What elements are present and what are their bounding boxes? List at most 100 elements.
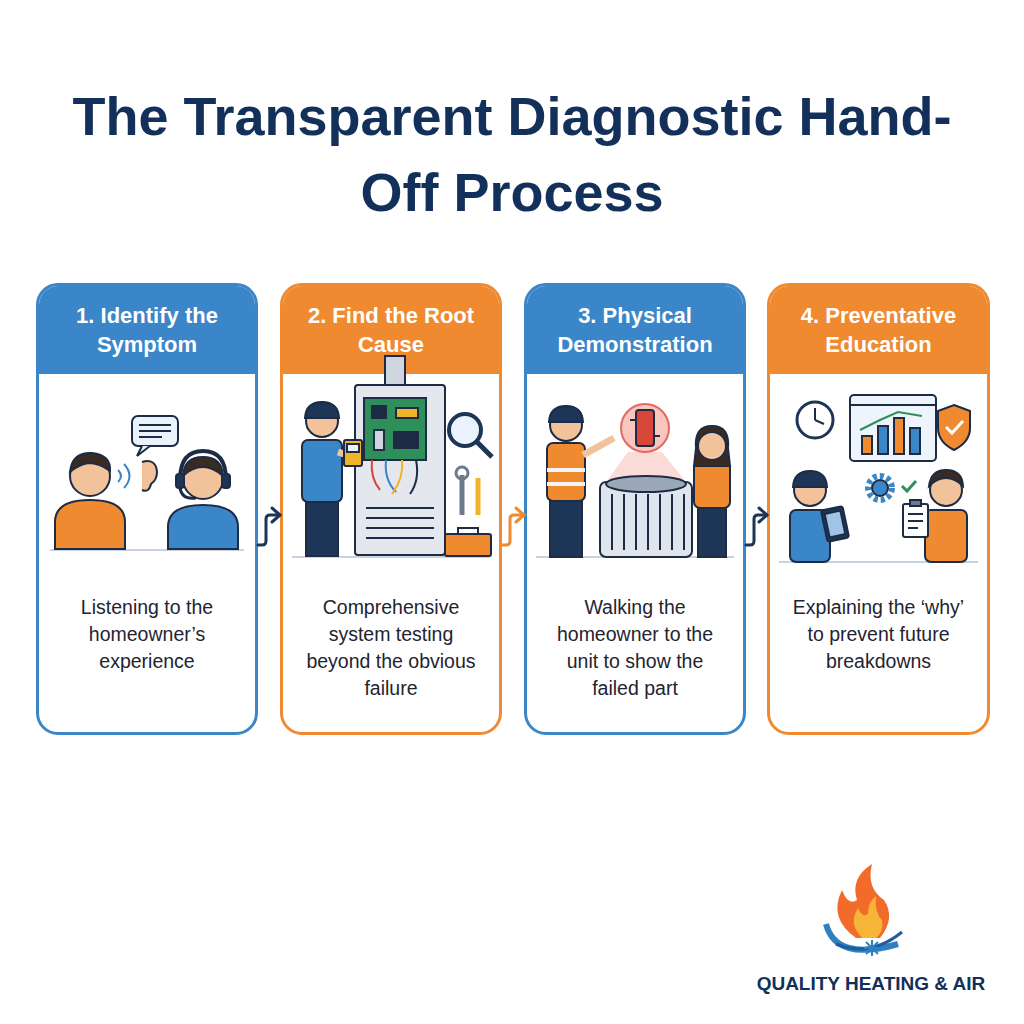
logo-mark-part xyxy=(826,924,898,950)
listening-scene-part xyxy=(139,436,162,438)
education-scene-part xyxy=(910,428,920,454)
step-header-band: 3. Physical Demonstration xyxy=(527,286,743,374)
flow-arrow xyxy=(258,508,280,545)
logo-mark-part xyxy=(864,940,880,956)
listening-scene-part xyxy=(176,474,184,488)
listening-scene-part xyxy=(124,464,130,488)
demonstration-scene-part xyxy=(600,482,692,557)
demonstration-scene-part xyxy=(683,494,685,550)
education-scene-part xyxy=(821,506,849,542)
listening-scene-part xyxy=(183,457,223,476)
demonstration-scene xyxy=(536,404,734,557)
listening-scene-part xyxy=(139,424,171,426)
logo-mark xyxy=(826,864,902,956)
testing-scene-part xyxy=(306,500,338,556)
logo-mark-part xyxy=(854,896,883,938)
step-heading: 1. Identify the Symptom xyxy=(51,301,243,359)
listening-scene-part xyxy=(70,453,110,472)
testing-scene-part xyxy=(456,467,468,479)
demonstration-scene-part xyxy=(698,432,726,460)
step-description: Walking the homeowner to the unit to sho… xyxy=(527,594,743,702)
step-description: Comprehensive system testing beyond the … xyxy=(283,594,499,702)
education-scene-part xyxy=(908,527,918,529)
demonstration-scene-part xyxy=(671,494,673,550)
step-header-band: 4. Preventative Education xyxy=(770,286,987,374)
demonstration-scene-part xyxy=(635,494,637,550)
step-description: Listening to the homeowner’s experience xyxy=(39,594,255,675)
step-heading: 2. Find the Root Cause xyxy=(295,301,487,359)
testing-scene-part xyxy=(372,406,386,418)
education-scene-part xyxy=(925,510,967,562)
step-header-band: 2. Find the Root Cause xyxy=(283,286,499,374)
testing-scene-part xyxy=(374,430,384,450)
listening-scene-part xyxy=(118,470,121,482)
step-heading: 4. Preventative Education xyxy=(782,301,975,359)
education-scene-part xyxy=(793,471,827,487)
education-scene xyxy=(779,395,978,562)
testing-scene-part xyxy=(458,528,478,534)
demonstration-scene-part xyxy=(654,435,660,437)
flow-line xyxy=(258,515,280,545)
testing-scene-part xyxy=(302,440,342,502)
listening-scene-part xyxy=(55,500,125,549)
arrow-head xyxy=(516,508,524,522)
testing-scene-part xyxy=(364,398,426,460)
education-scene-part xyxy=(862,436,872,454)
demonstration-scene-part xyxy=(549,406,583,422)
education-scene-part xyxy=(850,395,936,461)
education-scene-part xyxy=(779,561,978,563)
step-card: 4. Preventative EducationExplaining the … xyxy=(767,283,990,735)
flow-arrow xyxy=(746,508,767,545)
testing-scene-part xyxy=(385,356,405,386)
education-scene-part xyxy=(908,513,923,515)
demonstration-scene-part xyxy=(611,494,613,550)
education-scene-part xyxy=(872,480,888,496)
testing-scene-part xyxy=(396,408,418,418)
demonstration-scene-part xyxy=(550,409,582,441)
demonstration-scene-part xyxy=(583,438,614,455)
step-card: 3. Physical DemonstrationWalking the hom… xyxy=(524,283,746,735)
arrow-head xyxy=(759,508,767,522)
logo-mark-part-part xyxy=(871,940,873,956)
listening-scene-part xyxy=(183,459,223,499)
demonstration-scene-part xyxy=(698,506,726,557)
listening-scene-part xyxy=(50,549,244,551)
logo-mark-part-part xyxy=(866,942,878,954)
listening-scene-part xyxy=(139,430,171,432)
listening-scene xyxy=(50,416,244,550)
demonstration-scene-part xyxy=(606,476,686,492)
step-description: Explaining the ‘why’ to prevent future b… xyxy=(770,594,987,675)
education-scene-part xyxy=(797,402,833,438)
testing-scene-part xyxy=(476,478,481,515)
demonstration-scene-part xyxy=(547,443,585,501)
step-heading: 3. Physical Demonstration xyxy=(539,301,731,359)
logo-mark-part-part xyxy=(864,947,880,949)
education-scene-part xyxy=(894,418,904,454)
testing-scene-part xyxy=(386,460,396,492)
education-scene-part xyxy=(930,474,962,506)
education-scene-part xyxy=(946,421,963,433)
testing-scene-part xyxy=(366,517,434,519)
testing-scene-part xyxy=(292,556,490,558)
listening-scene-part xyxy=(137,446,150,456)
demonstration-scene-part xyxy=(623,494,625,550)
testing-scene-part xyxy=(394,432,418,448)
listening-scene-part xyxy=(180,451,226,480)
testing-scene-part xyxy=(366,507,434,509)
logo-mark-part xyxy=(837,864,889,938)
education-scene-part xyxy=(903,504,928,537)
testing-scene-part xyxy=(449,414,481,446)
listening-scene-part xyxy=(168,505,238,549)
demonstration-scene-part xyxy=(630,419,636,421)
education-scene-part xyxy=(815,420,824,424)
education-scene-part xyxy=(814,408,816,420)
listening-scene-part xyxy=(180,488,196,498)
testing-scene-part xyxy=(392,460,402,494)
education-scene-part xyxy=(794,474,826,506)
flow-arrow xyxy=(502,508,524,545)
education-scene-part xyxy=(850,404,936,406)
listening-scene-part xyxy=(222,474,230,488)
step-card: 2. Find the Root CauseComprehensive syst… xyxy=(280,283,502,735)
